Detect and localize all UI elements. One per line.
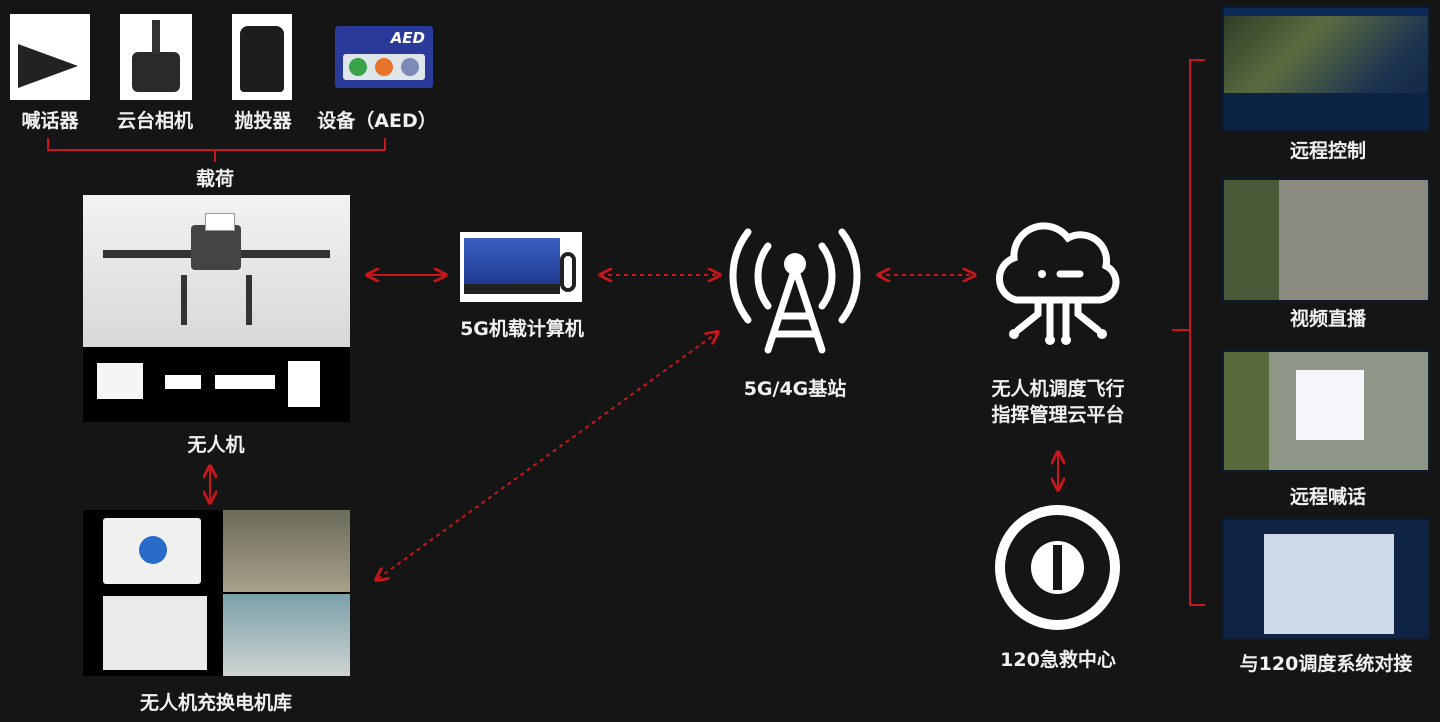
payload-label-aed: 设备（AED） bbox=[317, 110, 437, 132]
functions-bracket bbox=[1172, 59, 1205, 606]
cloud-icon bbox=[995, 222, 1120, 345]
payload-label-dropper: 抛投器 bbox=[234, 110, 292, 132]
tower-label: 5G/4G基站 bbox=[743, 378, 847, 400]
gimbal-camera-icon bbox=[132, 52, 180, 92]
remote-control-screenshot bbox=[1222, 6, 1430, 132]
payload-bracket bbox=[47, 138, 386, 162]
cloud-label-line1: 无人机调度飞行 bbox=[991, 378, 1125, 400]
video-live-screenshot bbox=[1222, 178, 1430, 302]
aed-brand: AED bbox=[390, 29, 425, 47]
dispatch-system-screenshot bbox=[1222, 518, 1430, 640]
function-label-video-live: 视频直播 bbox=[1289, 308, 1367, 330]
drone-label: 无人机 bbox=[187, 434, 245, 456]
computer-image bbox=[460, 232, 582, 302]
medical-cross-icon bbox=[139, 536, 167, 564]
hangar-label: 无人机充换电机库 bbox=[139, 692, 293, 714]
megaphone-image bbox=[10, 14, 90, 100]
function-label-dispatch: 与120调度系统对接 bbox=[1239, 653, 1413, 675]
computer-label: 5G机载计算机 bbox=[460, 318, 584, 340]
dropper-icon bbox=[240, 26, 284, 92]
hangar-image bbox=[83, 510, 350, 676]
tower-icon bbox=[729, 228, 861, 354]
aed-image: AED bbox=[335, 26, 433, 88]
function-label-remote-broadcast: 远程喊话 bbox=[1289, 486, 1367, 508]
megaphone-icon bbox=[18, 44, 78, 88]
aed-icon bbox=[343, 54, 425, 80]
remote-broadcast-screenshot bbox=[1222, 350, 1430, 472]
computer-icon bbox=[464, 238, 560, 294]
gimbal-camera-image bbox=[120, 14, 192, 100]
emergency-center-emblem bbox=[995, 505, 1120, 630]
function-label-remote-control: 远程控制 bbox=[1289, 140, 1367, 162]
cloud-label-line2: 指挥管理云平台 bbox=[991, 404, 1125, 426]
payload-label-camera: 云台相机 bbox=[116, 110, 194, 132]
emergency-label: 120急救中心 bbox=[1000, 649, 1116, 671]
dropper-image bbox=[232, 14, 292, 100]
payload-label-megaphone: 喊话器 bbox=[21, 110, 79, 132]
payload-group-label: 载荷 bbox=[195, 168, 235, 190]
drone-image bbox=[83, 195, 350, 422]
tower-hangar-arrow bbox=[376, 332, 718, 580]
